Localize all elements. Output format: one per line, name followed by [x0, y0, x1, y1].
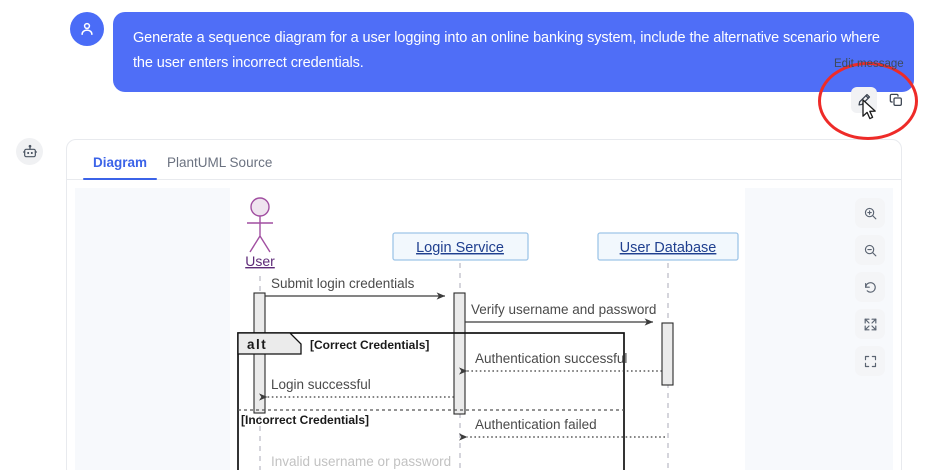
assistant-avatar — [16, 138, 43, 165]
zoom-out-icon — [864, 244, 876, 256]
message-label-2: Verify username and password — [471, 302, 656, 317]
reset-zoom-button[interactable] — [855, 272, 885, 302]
actor-body — [247, 216, 273, 253]
tab-plantuml-source-label: PlantUML Source — [167, 155, 273, 170]
alt-fragment-tab — [237, 332, 302, 355]
fullscreen-corners-icon — [864, 355, 876, 367]
message-label-4: Login successful — [271, 377, 371, 392]
message-login-successful: Login successful — [259, 377, 454, 401]
activation-user-database — [661, 322, 674, 386]
zoom-in-button[interactable] — [855, 198, 885, 228]
expand-arrows-icon — [864, 318, 876, 330]
avatar — [70, 12, 104, 46]
user-icon — [81, 22, 93, 35]
edit-message-button[interactable] — [851, 87, 877, 113]
zoom-out-button[interactable] — [855, 235, 885, 265]
alt-fragment-operator: alt — [247, 337, 267, 352]
message-authentication-failed: Authentication failed — [459, 417, 665, 441]
copy-message-button[interactable] — [883, 87, 909, 113]
actor-head — [250, 197, 270, 217]
message-label-1: Submit login credentials — [271, 276, 415, 291]
message-invalid-username-or-password: Invalid username or password — [271, 454, 451, 469]
tab-bar: Diagram PlantUML Source — [67, 140, 901, 180]
message-submit-login-credentials: Submit login credentials — [265, 276, 446, 300]
participant-box-user-database — [597, 232, 739, 261]
activation-login-service — [453, 292, 466, 415]
result-card: Diagram PlantUML Source User — [66, 139, 902, 470]
message-label-5: Authentication failed — [475, 417, 597, 432]
message-action-bar — [851, 87, 909, 113]
message-verify-username-and-password: Verify username and password — [465, 302, 656, 326]
tab-diagram-label: Diagram — [93, 155, 148, 170]
alt-fragment: alt [Correct Credentials] [Incorrect Cre… — [237, 332, 625, 470]
message-label-6: Invalid username or password — [271, 454, 451, 469]
participant-label-login-service: Login Service — [416, 240, 504, 256]
pencil-icon — [858, 93, 871, 106]
message-label-3: Authentication successful — [475, 351, 627, 366]
tab-plantuml-source[interactable]: PlantUML Source — [157, 155, 282, 179]
user-message-bubble: Generate a sequence diagram for a user l… — [113, 12, 914, 92]
tab-diagram[interactable]: Diagram — [83, 155, 158, 180]
participant-label-user-database: User Database — [620, 240, 717, 256]
sequence-diagram-svg: User Login Service User Database — [230, 188, 745, 470]
message-authentication-successful: Authentication successful — [459, 351, 662, 375]
alt-guard-2: [Incorrect Credentials] — [241, 413, 369, 427]
participant-user: User — [245, 197, 275, 269]
rotate-ccw-icon — [864, 281, 876, 293]
participant-login-service: Login Service — [392, 232, 529, 261]
fullscreen-button[interactable] — [855, 346, 885, 376]
participant-user-database: User Database — [597, 232, 739, 261]
copy-icon — [889, 93, 902, 106]
user-message-text: Generate a sequence diagram for a user l… — [133, 30, 880, 71]
alt-fragment-border — [237, 332, 625, 470]
zoom-in-icon — [864, 207, 876, 219]
user-message-row: Generate a sequence diagram for a user l… — [0, 0, 934, 140]
zoom-toolbar — [855, 198, 885, 376]
diagram-canvas[interactable]: User Login Service User Database — [75, 188, 893, 470]
alt-guard-1: [Correct Credentials] — [310, 338, 429, 352]
participant-label-user: User — [245, 253, 275, 269]
edit-message-tooltip: Edit message — [834, 58, 904, 70]
robot-icon — [22, 144, 37, 157]
fit-to-screen-button[interactable] — [855, 309, 885, 339]
participant-box-login-service — [392, 232, 529, 261]
